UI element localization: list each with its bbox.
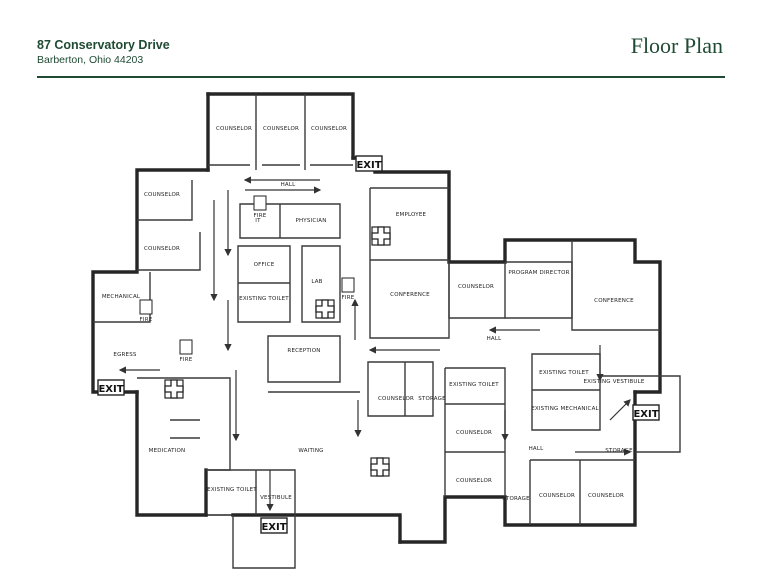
city-state-zip: Barberton, Ohio 44203: [37, 54, 144, 66]
room-label-vestibule: VESTIBULE: [260, 495, 292, 501]
first-aid-icon: [371, 226, 391, 246]
first-aid-icon: [370, 457, 390, 477]
room-labels: COUNSELOR COUNSELOR COUNSELOR HALL COUNS…: [102, 126, 645, 502]
fire-tag: FIRE: [254, 213, 267, 219]
room-label-counselor: COUNSELOR: [378, 396, 414, 402]
room-label-storage: STORAGE: [502, 496, 530, 502]
room-label-office: OFFICE: [254, 262, 275, 268]
room-label-counselor: COUNSELOR: [588, 493, 624, 499]
room-label-existing-toilet: EXISTING TOILET: [539, 370, 589, 376]
room-label-existing-toilet: EXISTING TOILET: [449, 382, 499, 388]
page-title: Floor Plan: [630, 33, 723, 58]
room-label-waiting: WAITING: [298, 448, 323, 454]
room-label-counselor: COUNSELOR: [144, 192, 180, 198]
room-label-reception: RECEPTION: [287, 348, 320, 354]
exit-sign-label: EXIT: [356, 160, 381, 171]
room-label-hall: HALL: [529, 446, 545, 452]
room-label-counselor: COUNSELOR: [458, 284, 494, 290]
room-label-physician: PHYSICIAN: [295, 218, 326, 224]
exit-sign-label: EXIT: [98, 384, 123, 395]
exit-sign: EXIT: [97, 379, 125, 396]
exit-sign-label: EXIT: [633, 409, 658, 420]
room-label-egress: EGRESS: [113, 352, 137, 358]
room-label-counselor: COUNSELOR: [144, 246, 180, 252]
room-label-existing-mechanical: EXISTING MECHANICAL: [531, 406, 599, 412]
exit-sign: EXIT: [260, 517, 288, 534]
exit-sign-label: EXIT: [261, 522, 286, 533]
fire-tag: FIRE: [342, 295, 355, 301]
fire-extinguisher-icon: FIRE: [139, 299, 153, 323]
exit-signs: EXIT EXIT EXIT EXIT: [97, 155, 660, 534]
room-label-existing-toilet: EXISTING TOILET: [239, 296, 289, 302]
room-label-existing-toilet: EXISTING TOILET: [207, 487, 257, 493]
room-label-counselor: COUNSELOR: [216, 126, 252, 132]
room-label-conference: CONFERENCE: [390, 292, 430, 298]
room-label-hall: HALL: [487, 336, 503, 342]
room-label-hall: HALL: [281, 182, 297, 188]
room-label-mechanical: MECHANICAL: [102, 294, 141, 300]
room-label-lab: LAB: [311, 279, 322, 285]
first-aid-icon: [164, 379, 184, 399]
room-label-conference: CONFERENCE: [594, 298, 634, 304]
room-label-medication: MEDICATION: [149, 448, 186, 454]
room-label-program-director: PROGRAM DIRECTOR: [508, 270, 569, 276]
fire-tag: FIRE: [140, 317, 153, 323]
street-address: 87 Conservatory Drive: [37, 38, 170, 52]
fire-extinguisher-icon: FIRE: [341, 277, 355, 301]
room-label-existing-vestibule: EXISTING VESTIBULE: [583, 379, 644, 385]
fire-extinguisher-icon: FIRE: [253, 195, 267, 219]
header-address-block: 87 Conservatory Drive Barberton, Ohio 44…: [37, 37, 170, 68]
fire-extinguisher-icon: FIRE: [179, 339, 193, 363]
room-label-counselor: COUNSELOR: [311, 126, 347, 132]
first-aid-icon: [315, 299, 335, 319]
floor-plan-drawing: FIRE FIRE FIRE FIRE EXIT EXIT EXIT: [91, 92, 681, 569]
fire-tag: FIRE: [180, 357, 193, 363]
exit-sign: EXIT: [632, 404, 660, 421]
room-label-it: IT: [255, 218, 261, 224]
room-label-counselor: COUNSELOR: [263, 126, 299, 132]
interior-walls: [93, 94, 681, 569]
room-label-storage: STORAGE: [418, 396, 446, 402]
room-label-counselor: COUNSELOR: [456, 430, 492, 436]
fire-extinguisher-markers: FIRE FIRE FIRE FIRE: [139, 195, 355, 363]
room-label-counselor: COUNSELOR: [539, 493, 575, 499]
first-aid-markers: [164, 226, 391, 477]
header-divider: [37, 76, 725, 78]
egress-arrows: [118, 176, 632, 512]
room-label-counselor: COUNSELOR: [456, 478, 492, 484]
room-label-employee: EMPLOYEE: [396, 212, 427, 218]
exit-sign: EXIT: [355, 155, 383, 172]
room-label-storage: STORAGE: [605, 448, 633, 454]
